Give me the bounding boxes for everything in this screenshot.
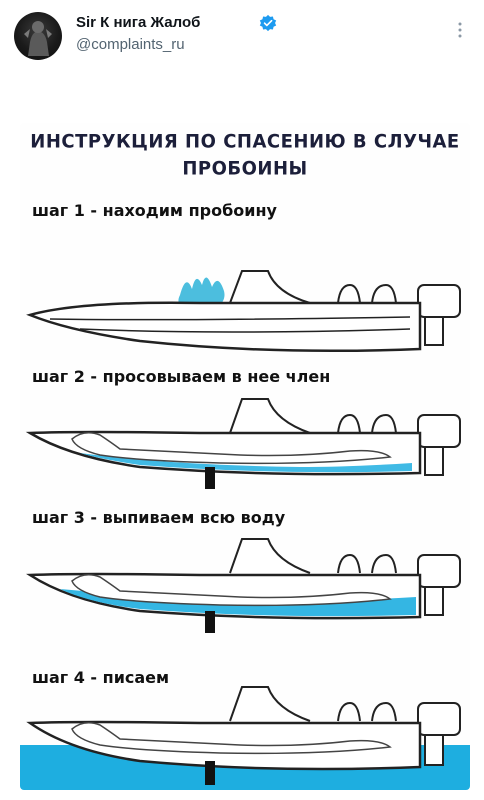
water-fountain-icon xyxy=(178,277,225,305)
tweet-media-image[interactable]: ИНСТРУКЦИЯ ПО СПАСЕНИЮ В СЛУЧАЕ ПРОБОИНЫ… xyxy=(20,123,470,790)
outboard-motor-icon xyxy=(417,284,461,318)
verified-badge-icon xyxy=(259,14,277,32)
step-2-label: шаг 2 - просовываем в нее член xyxy=(32,367,331,386)
outboard-motor-icon xyxy=(417,414,461,448)
more-options-icon[interactable] xyxy=(450,20,470,40)
outboard-motor-icon xyxy=(417,554,461,588)
plug-icon xyxy=(205,467,215,489)
avatar-figure-icon xyxy=(24,21,52,56)
boat-step-2-illustration xyxy=(25,398,461,489)
plug-icon xyxy=(205,761,215,785)
plug-icon xyxy=(205,611,215,633)
tweet-header: Sir К нига Жалоб @complaints_ru xyxy=(0,0,484,70)
man-lying-icon xyxy=(71,722,392,755)
avatar[interactable] xyxy=(14,12,62,60)
user-handle[interactable]: @complaints_ru xyxy=(76,36,185,53)
step-4-label: шаг 4 - писаем xyxy=(32,668,170,687)
meme-title-line-1: ИНСТРУКЦИЯ ПО СПАСЕНИЮ В СЛУЧАЕ xyxy=(30,130,460,153)
man-lying-icon xyxy=(71,574,392,607)
boat-step-4-illustration xyxy=(20,686,470,790)
man-lying-icon xyxy=(71,432,392,465)
step-1-label: шаг 1 - находим пробоину xyxy=(32,201,277,220)
meme-title-line-2: ПРОБОИНЫ xyxy=(182,157,308,180)
display-name[interactable]: Sir К нига Жалоб xyxy=(76,14,201,31)
outboard-motor-icon xyxy=(417,702,461,736)
boat-step-3-illustration xyxy=(26,538,461,633)
step-3-label: шаг 3 - выпиваем всю воду xyxy=(32,508,286,527)
boat-step-1-illustration xyxy=(26,270,461,353)
